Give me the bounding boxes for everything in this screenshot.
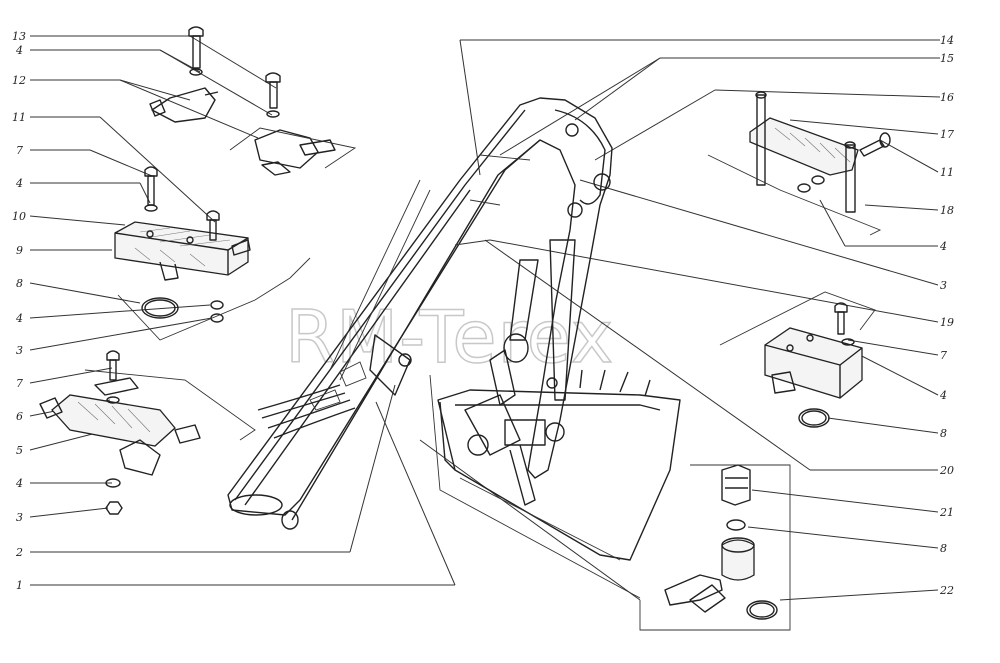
callout-4: 4 <box>15 177 23 190</box>
callout-11: 11 <box>12 111 26 124</box>
callout-13: 13 <box>12 30 26 43</box>
callout-16: 16 <box>940 91 954 104</box>
callout-12: 12 <box>12 74 26 87</box>
callout-4: 4 <box>939 240 947 253</box>
callout-8: 8 <box>940 427 947 440</box>
block-assembly-right <box>719 291 876 428</box>
callout-17: 17 <box>940 128 954 141</box>
callout-4: 4 <box>15 44 23 57</box>
callout-5: 5 <box>16 444 23 457</box>
callout-21: 21 <box>939 506 954 519</box>
callout-6: 6 <box>16 410 23 423</box>
clamp-assembly-bottom <box>39 350 256 515</box>
callout-7: 7 <box>16 144 23 157</box>
callout-1: 1 <box>16 579 23 592</box>
callout-4: 4 <box>15 477 23 490</box>
callout-20: 20 <box>939 464 954 477</box>
fitting-assembly <box>639 464 791 631</box>
callout-3: 3 <box>16 511 23 524</box>
callout-7: 7 <box>940 349 947 362</box>
callout-22: 22 <box>939 584 954 597</box>
watermark: RM-Terex <box>285 295 614 379</box>
callout-19: 19 <box>940 316 954 329</box>
callout-7: 7 <box>16 377 23 390</box>
callout-3: 3 <box>16 344 23 357</box>
callout-labels: 13 4 12 11 7 4 10 9 8 4 3 7 6 5 4 3 2 1 … <box>12 30 954 597</box>
callout-2: 2 <box>15 546 23 559</box>
callout-10: 10 <box>12 210 26 223</box>
callout-11: 11 <box>940 166 954 179</box>
callout-3: 3 <box>940 279 947 292</box>
callout-4: 4 <box>15 312 23 325</box>
callout-9: 9 <box>16 244 23 257</box>
callout-8: 8 <box>940 542 947 555</box>
bucket <box>429 369 681 599</box>
excavator-boom <box>227 97 613 530</box>
callout-4: 4 <box>939 389 947 402</box>
callout-18: 18 <box>940 204 954 217</box>
clamp-assembly-right <box>707 91 891 236</box>
clamp-assembly-top <box>149 26 357 176</box>
callout-15: 15 <box>940 52 954 65</box>
block-assembly <box>114 166 311 341</box>
callout-8: 8 <box>16 277 23 290</box>
callout-14: 14 <box>940 34 954 47</box>
